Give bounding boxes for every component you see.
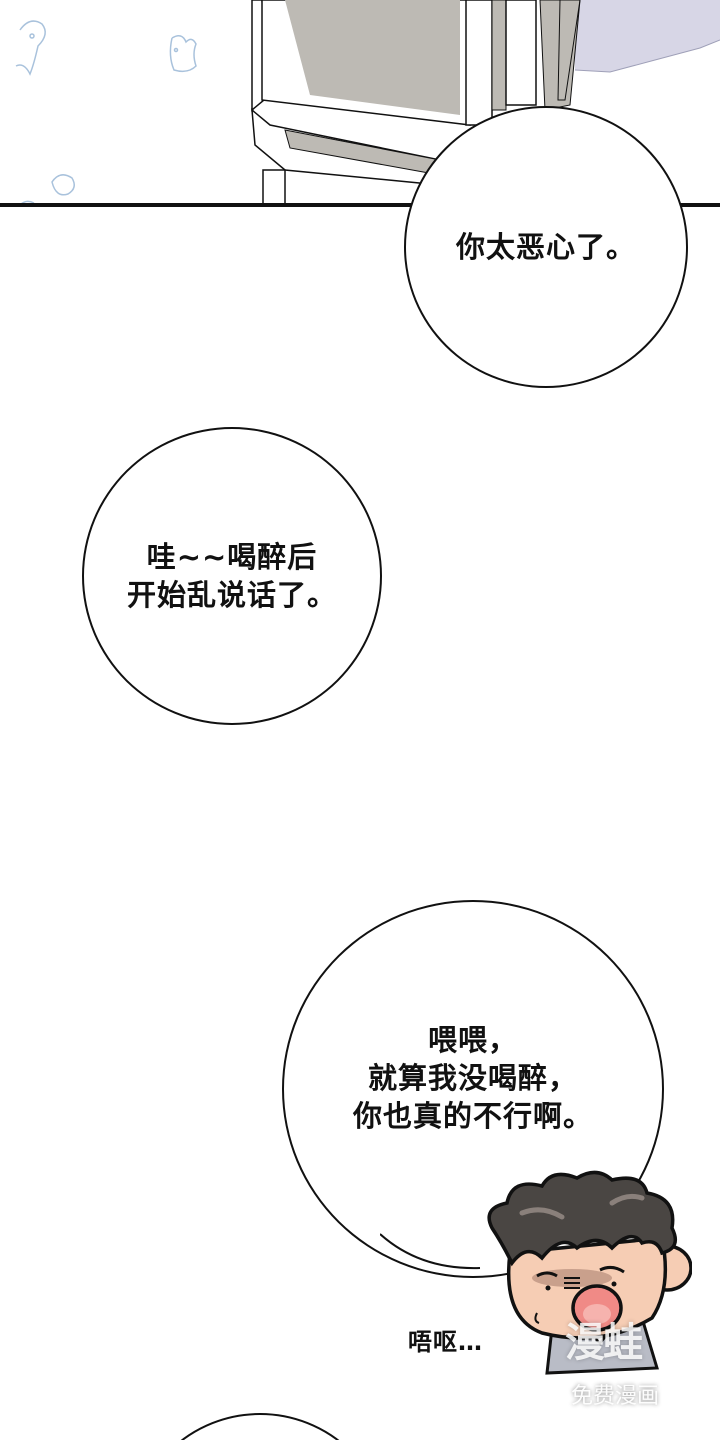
speech-bubble-4-partial: [130, 1413, 390, 1440]
panel-divider: [0, 203, 720, 207]
speech-bubble-2-text: 哇~~喝醉后 开始乱说话了。: [127, 538, 337, 614]
bubble-line: 开始乱说话了。: [126, 578, 337, 612]
watermark-subtitle: 免费漫画: [571, 1384, 660, 1409]
chair-scene-illustration: [15, 0, 720, 205]
speech-bubble-2: 哇~~喝醉后 开始乱说话了。: [82, 427, 382, 725]
bubble-line: 哇~~喝醉后: [146, 540, 318, 574]
bubble-line: 你也真的不行啊。: [352, 1099, 593, 1133]
speech-bubble-3-text: 喂喂， 就算我没喝醉， 你也真的不行啊。: [353, 1021, 593, 1135]
top-panel-scene: [0, 0, 720, 205]
sound-effect-text: 唔呕…: [408, 1328, 483, 1356]
watermark: 漫蛙 免费漫画: [565, 1318, 685, 1418]
speech-bubble-1-text: 你太恶心了。: [456, 228, 636, 266]
bubble-tail: [380, 1233, 481, 1270]
wallpaper-doodles: [15, 20, 197, 205]
bubble-line: 就算我没喝醉，: [367, 1061, 578, 1095]
chibi-character-nauseous: [487, 1170, 692, 1375]
bubble-line: 你太恶心了。: [455, 230, 636, 264]
speech-bubble-1: 你太恶心了。: [404, 106, 688, 388]
watermark-logo: 漫蛙: [565, 1320, 643, 1366]
bubble-line: 喂喂，: [427, 1023, 518, 1057]
